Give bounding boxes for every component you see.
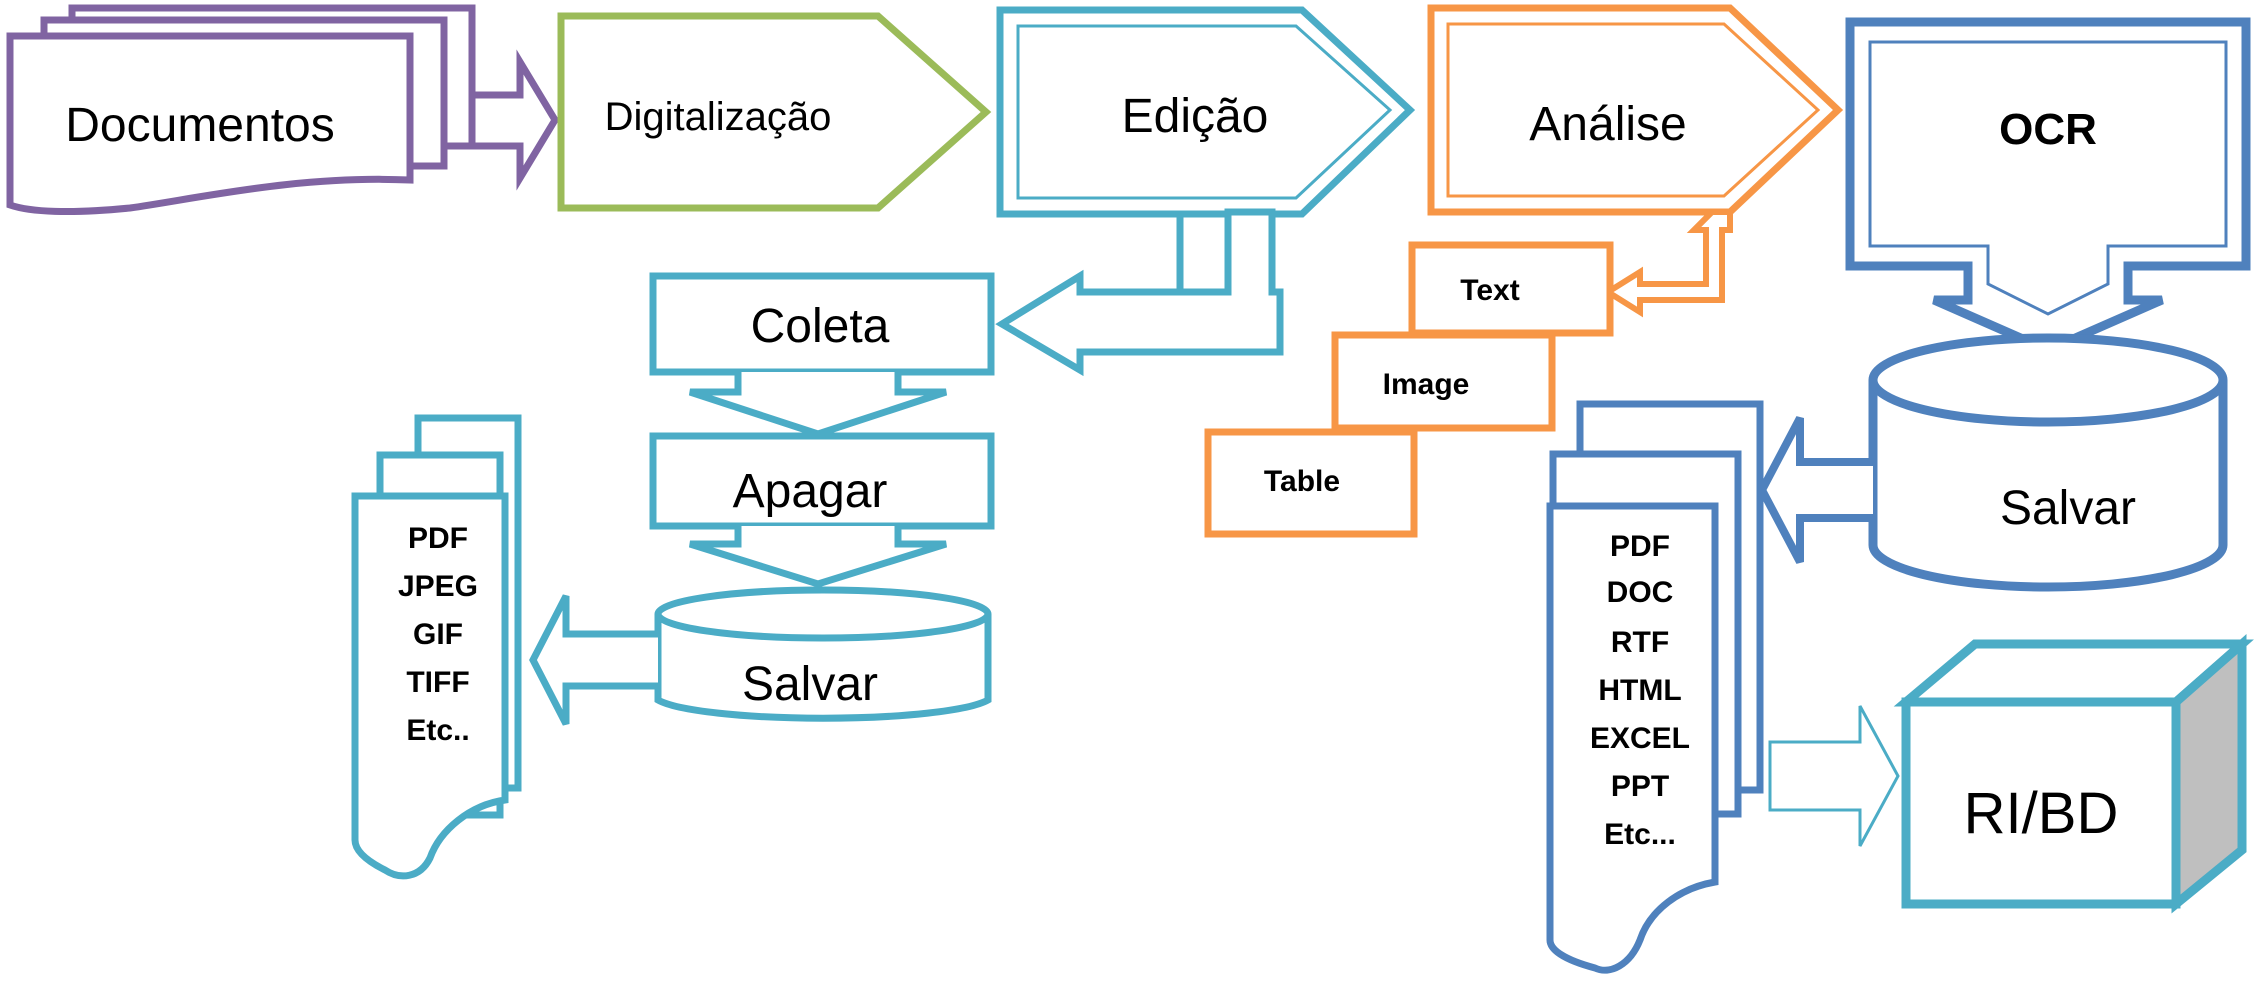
image-type-label: Image: [1383, 368, 1470, 401]
ribd-cube-front: [1901, 697, 2181, 909]
arrow-salvar-to-left-files: [529, 594, 658, 726]
salvar-left-label: Salvar: [742, 658, 878, 711]
apagar-label: Apagar: [733, 465, 888, 518]
digitalizacao-shape: [557, 12, 992, 212]
documentos-shape-front: [6, 32, 414, 216]
arrow-files-to-ribd: [1768, 705, 1900, 847]
salvar-right-cylinder: [1868, 333, 2228, 592]
right-format-item: PDF: [1610, 530, 1670, 563]
ocr-shape-outer: [1845, 17, 2251, 355]
analise-shape-inner: [1446, 22, 1821, 198]
text-type-label: Text: [1460, 274, 1519, 307]
ocr-label: OCR: [1999, 105, 2097, 154]
arrow-edicao-to-coleta: [995, 208, 1284, 377]
analysis-types: Text Image Table: [1204, 241, 1614, 538]
right-file-stack: [1546, 400, 1764, 974]
analise-shape-outer: [1427, 4, 1844, 216]
salvar-right-label: Salvar: [2000, 482, 2136, 535]
edicao-shape-outer: [996, 6, 1416, 218]
table-type-box: [1204, 428, 1418, 538]
salvar-left-body: [654, 614, 992, 722]
documentos-label: Documentos: [65, 99, 334, 152]
left-format-item: Etc..: [406, 714, 469, 747]
right-format-item: EXCEL: [1590, 722, 1690, 755]
arrow-coleta-to-apagar: [688, 372, 948, 438]
right-format-item: Etc...: [1604, 818, 1676, 851]
left-format-item: TIFF: [406, 666, 469, 699]
arrow-analise-to-text: [1602, 209, 1733, 318]
analise-label: Análise: [1529, 98, 1686, 151]
coleta-label: Coleta: [751, 300, 890, 353]
ribd-cube: [1893, 634, 2254, 914]
arrow-documentos-to-digitalizacao: [468, 49, 560, 191]
salvar-right-body: [1868, 380, 2228, 592]
left-formats-list: PDF JPEG GIF TIFF Etc..: [398, 522, 478, 747]
left-file-stack: [351, 414, 522, 880]
salvar-left-cylinder: [654, 586, 992, 722]
left-format-item: JPEG: [398, 570, 478, 603]
left-format-item: GIF: [413, 618, 463, 651]
right-format-item: DOC: [1607, 576, 1674, 609]
left-file-front: [351, 492, 509, 880]
table-type-label: Table: [1264, 465, 1340, 498]
salvar-left-top: [654, 586, 992, 642]
right-format-item: RTF: [1611, 626, 1669, 659]
image-type-box: [1331, 331, 1556, 432]
right-file-front: [1546, 502, 1719, 974]
salvar-right-top: [1868, 333, 2228, 427]
right-format-item: PPT: [1611, 770, 1669, 803]
arrow-apagar-to-salvar: [688, 526, 948, 588]
edicao-label: Edição: [1122, 90, 1269, 143]
right-formats-list: PDF DOC RTF HTML EXCEL PPT Etc...: [1590, 530, 1690, 851]
ocr-shape-inner: [1868, 40, 2228, 316]
arrow-salvar-to-right-files: [1757, 416, 1873, 564]
edicao-shape-inner: [1016, 24, 1393, 200]
right-format-item: HTML: [1598, 674, 1681, 707]
documentos-node: [6, 4, 476, 216]
digitalizacao-label: Digitalização: [605, 95, 832, 139]
left-format-item: PDF: [408, 522, 468, 555]
apagar-shape: [649, 432, 995, 530]
ribd-label: RI/BD: [1964, 781, 2119, 846]
